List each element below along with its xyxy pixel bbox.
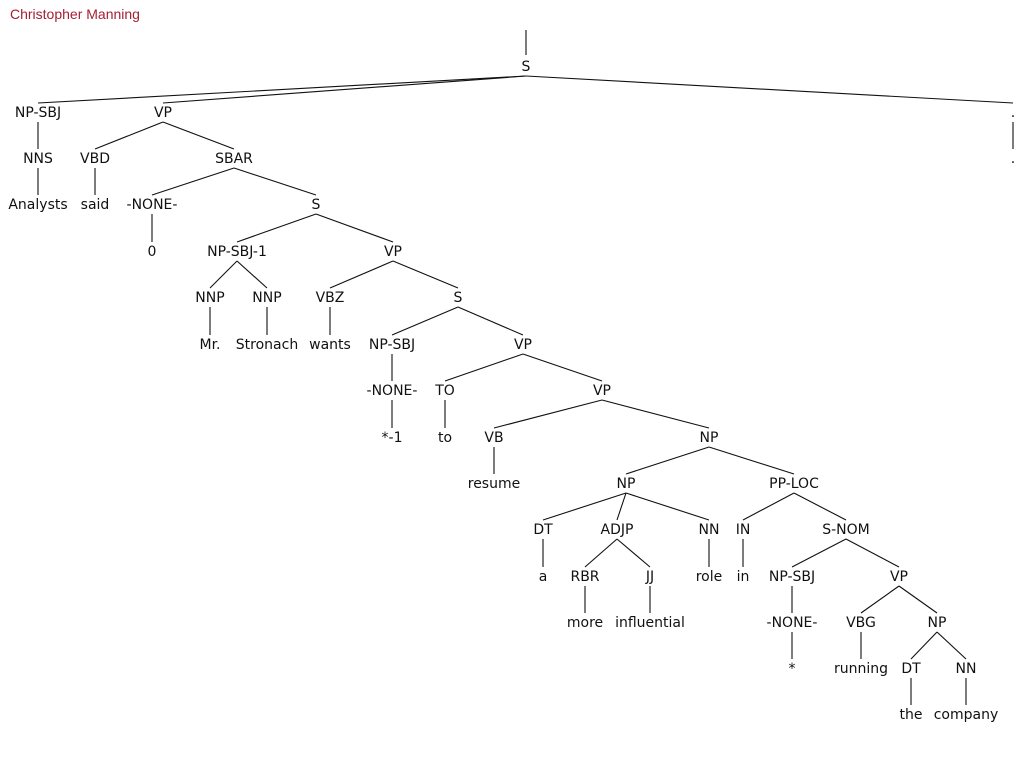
tree-node-none2: -NONE- (767, 615, 818, 631)
edge-S0-VP0 (162, 75, 527, 104)
tree-node-a: a (539, 569, 548, 585)
tree-node-vbg: VBG (846, 615, 876, 631)
tree-node-npsbj2: NP-SBJ (369, 337, 415, 353)
edge-S2-VP2 (457, 306, 524, 336)
tree-node-in: IN (736, 522, 751, 538)
tree-node-sbar: SBAR (215, 151, 253, 167)
tree-node-none0: -NONE- (127, 197, 178, 213)
tree-node-vbd: VBD (80, 151, 110, 167)
tree-node-vp3: VP (593, 383, 611, 399)
tree-node-the: the (900, 707, 923, 723)
edge-VP0-VBD (94, 121, 164, 150)
edge-ADJP-RBR (584, 538, 618, 568)
tree-node-nns: NNS (23, 151, 53, 167)
tree-node-snom: S-NOM (822, 522, 870, 538)
tree-node-pploc: PP-LOC (769, 476, 819, 492)
edge-SBAR-NONE0 (151, 167, 235, 196)
edge-SNOM-VP4 (845, 538, 900, 568)
tree-node-said: said (81, 197, 110, 213)
edge-S1-NPSBJ1 (236, 213, 317, 243)
edge-S0-PERIOD (525, 75, 1014, 104)
tree-node-mr: Mr. (200, 337, 221, 353)
edge-NP1-DT1 (542, 492, 627, 521)
tree-node-none1: -NONE- (367, 383, 418, 399)
tree-node-company: company (934, 707, 999, 723)
tree-node-nn1: NN (699, 522, 720, 538)
tree-edges (37, 75, 1014, 705)
tree-node-in: in (737, 569, 750, 585)
edge-VP3-VB (493, 399, 603, 429)
tree-node-npsbj1: NP-SBJ-1 (207, 244, 267, 260)
edge-VP1-VBZ (329, 260, 394, 289)
edge-VP1-S2 (392, 260, 459, 289)
tree-node-running: running (834, 661, 888, 677)
tree-node-vp0: VP (154, 105, 172, 121)
edge-NP0-PPLOC (708, 446, 795, 475)
edge-NPSBJ1-NNP1 (209, 260, 238, 289)
tree-node-np2: NP (928, 615, 947, 631)
edge-S2-NPSBJ2 (391, 306, 459, 336)
edge-NP2-NN2 (936, 631, 967, 660)
edge-VP4-VBG (860, 585, 900, 614)
edge-ADJP-JJ (616, 538, 651, 568)
edge-NP0-NP1 (625, 446, 710, 475)
tree-node-stronach: Stronach (236, 337, 298, 353)
edge-VP2-VP3 (522, 353, 603, 382)
edge-S0-NPSBJ0 (37, 75, 527, 104)
tree-node-np1: NP (617, 476, 636, 492)
tree-node-influential: influential (615, 615, 685, 631)
tree-node-npsbj0: NP-SBJ (15, 105, 61, 121)
tree-node-vbz: VBZ (316, 290, 345, 306)
tree-node-wants: wants (309, 337, 351, 353)
tree-node-rbr: RBR (570, 569, 599, 585)
edge-PPLOC-IN (742, 492, 795, 521)
author-name: Christopher Manning (10, 6, 140, 22)
tree-node-s2: S (454, 290, 463, 306)
tree-node-trace1: *-1 (382, 430, 403, 446)
tree-node-zero: 0 (148, 244, 157, 260)
tree-node-analysts: Analysts (8, 197, 67, 213)
tree-labels: SNP-SBJNNSAnalystsVPVBDsaidSBAR-NONE-0SN… (8, 59, 1015, 723)
tree-node-npsbj3: NP-SBJ (769, 569, 815, 585)
tree-node-s1: S (312, 197, 321, 213)
edge-NP2-DT2 (910, 631, 938, 660)
tree-node-adjp: ADJP (601, 522, 634, 538)
tree-node-nnp2: NNP (252, 290, 281, 306)
tree-node-vp4: VP (890, 569, 908, 585)
tree-node-nn2: NN (956, 661, 977, 677)
tree-node-to: TO (434, 383, 455, 399)
edge-NPSBJ1-NNP2 (236, 260, 268, 289)
tree-node-vp1: VP (384, 244, 402, 260)
tree-node-vb: VB (484, 430, 503, 446)
tree-node-dt1: DT (533, 522, 553, 538)
tree-node-period: . (1011, 105, 1015, 121)
edge-NP1-ADJP (616, 492, 627, 521)
tree-node-to: to (438, 430, 452, 446)
edge-SBAR-S1 (233, 167, 317, 196)
tree-node-period: . (1011, 151, 1015, 167)
tree-node-s0: S (522, 59, 531, 75)
tree-node-jj: JJ (645, 569, 654, 585)
tree-node-role: role (696, 569, 723, 585)
tree-node-trace2: * (789, 661, 796, 677)
tree-node-dt2: DT (901, 661, 921, 677)
tree-node-np0: NP (700, 430, 719, 446)
edge-VP3-NP0 (601, 399, 710, 429)
edge-SNOM-NPSBJ3 (791, 538, 847, 568)
edge-VP2-TO (444, 353, 524, 382)
edge-VP4-NP2 (898, 585, 938, 614)
tree-node-more: more (567, 615, 603, 631)
edge-NP1-NN1 (625, 492, 710, 521)
edge-VP0-SBAR (162, 121, 235, 150)
edge-S1-VP1 (315, 213, 394, 243)
tree-node-vp2: VP (514, 337, 532, 353)
tree-node-nnp1: NNP (195, 290, 224, 306)
edge-PPLOC-SNOM (793, 492, 847, 521)
tree-node-resume: resume (468, 476, 520, 492)
